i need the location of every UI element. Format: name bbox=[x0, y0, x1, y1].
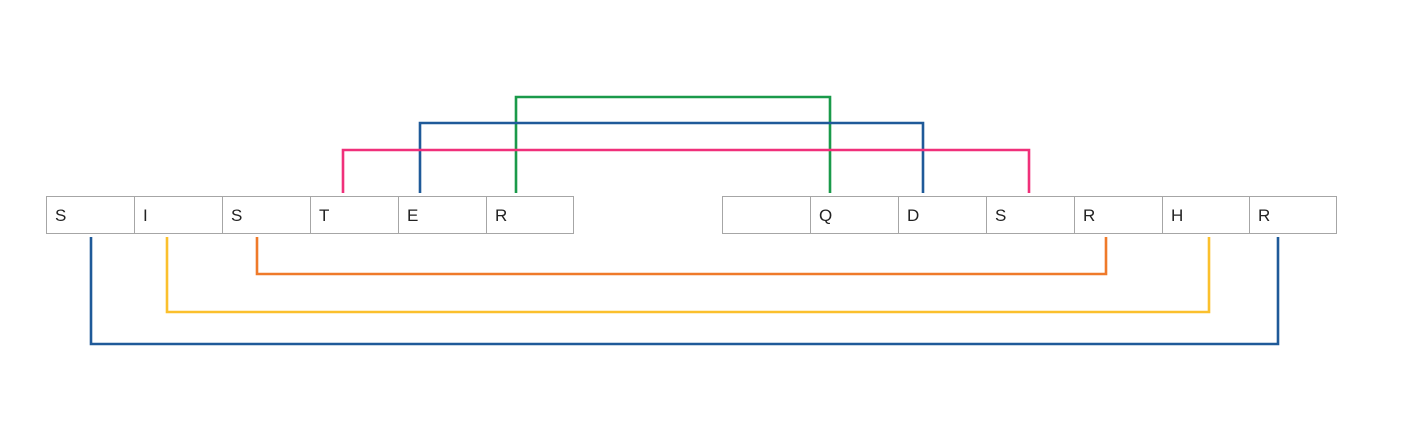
right-cell-2-label: Q bbox=[819, 206, 833, 225]
right-cell-4: S bbox=[986, 196, 1075, 234]
connector-blue-top bbox=[418, 121, 925, 193]
left-cell-4-label: T bbox=[319, 206, 330, 225]
right-cell-5-label: R bbox=[1083, 206, 1096, 225]
right-cell-6: H bbox=[1162, 196, 1250, 234]
right-cell-7: R bbox=[1249, 196, 1337, 234]
left-cell-1: S bbox=[46, 196, 135, 234]
right-cell-5: R bbox=[1074, 196, 1163, 234]
right-cell-4-label: S bbox=[995, 206, 1007, 225]
left-cell-2-label: I bbox=[143, 206, 148, 225]
connector-pink bbox=[341, 148, 1031, 193]
right-cell-7-label: R bbox=[1258, 206, 1271, 225]
connector-blue-bottom bbox=[89, 237, 1280, 346]
left-cell-2: I bbox=[134, 196, 223, 234]
connector-orange bbox=[255, 237, 1108, 276]
left-cell-3: S bbox=[222, 196, 311, 234]
left-cell-4: T bbox=[310, 196, 399, 234]
right-cell-6-label: H bbox=[1171, 206, 1184, 225]
connector-green bbox=[514, 95, 832, 193]
right-cell-3: D bbox=[898, 196, 987, 234]
connector-yellow bbox=[165, 237, 1211, 314]
right-cell-2: Q bbox=[810, 196, 899, 234]
right-cell-1 bbox=[722, 196, 811, 234]
left-cell-1-label: S bbox=[55, 206, 67, 225]
left-cell-3-label: S bbox=[231, 206, 243, 225]
left-cell-6-label: R bbox=[495, 206, 508, 225]
left-cell-5-label: E bbox=[407, 206, 419, 225]
left-cell-6: R bbox=[486, 196, 574, 234]
left-cell-5: E bbox=[398, 196, 487, 234]
right-cell-3-label: D bbox=[907, 206, 920, 225]
